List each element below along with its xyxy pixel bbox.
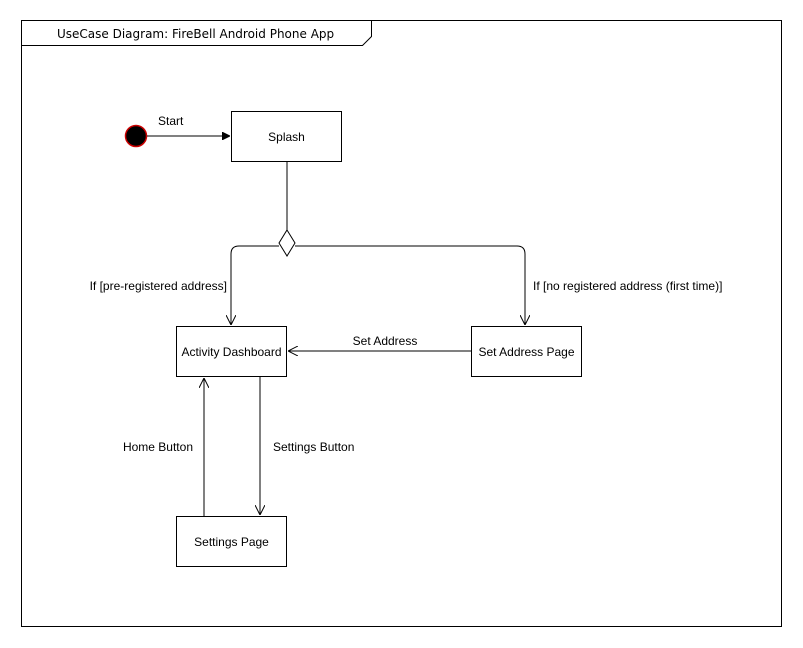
frame-title: UseCase Diagram: FireBell Android Phone …	[57, 27, 334, 41]
edge-label-if-not-registered: If [no registered address (first time)]	[533, 279, 722, 293]
node-activity-dashboard: Activity Dashboard	[176, 326, 287, 377]
edge-label-if-registered: If [pre-registered address]	[90, 279, 227, 293]
edge-label-settings-button: Settings Button	[273, 440, 354, 454]
diagram-frame: UseCase Diagram: FireBell Android Phone …	[21, 20, 782, 627]
edge-if-not-registered: If [no registered address (first time)]	[295, 245, 722, 325]
edge-if-registered: If [pre-registered address]	[90, 245, 279, 325]
edge-label-start: Start	[158, 114, 184, 128]
node-splash-label: Splash	[268, 130, 305, 144]
edge-home-button: Home Button	[123, 378, 204, 516]
edge-settings-button: Settings Button	[260, 377, 354, 515]
edge-start: Start	[147, 114, 230, 136]
node-splash: Splash	[231, 111, 342, 162]
node-set-address-page-label: Set Address Page	[478, 345, 574, 359]
decision-node	[278, 229, 296, 257]
node-set-address-page: Set Address Page	[471, 326, 582, 377]
initial-node	[124, 124, 148, 148]
edge-label-home-button: Home Button	[123, 440, 193, 454]
node-settings-page-label: Settings Page	[194, 535, 269, 549]
edge-set-address: Set Address	[288, 334, 471, 351]
edge-label-set-address: Set Address	[353, 334, 418, 348]
node-activity-dashboard-label: Activity Dashboard	[181, 345, 281, 359]
node-settings-page: Settings Page	[176, 516, 287, 567]
frame-title-tab	[21, 20, 372, 46]
